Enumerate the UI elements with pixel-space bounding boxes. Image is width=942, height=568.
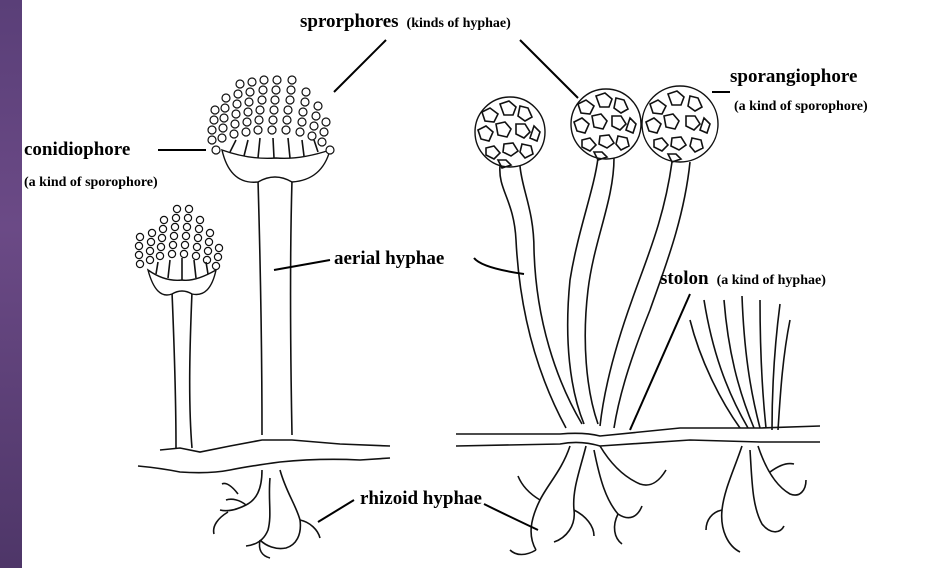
sporophores-leader-right xyxy=(520,40,578,98)
conidia-chains-short xyxy=(135,205,222,269)
sporangiophore-sublabel: (a kind of sporophore) xyxy=(734,99,868,114)
sporangiophore-label: sporangiophore xyxy=(730,66,857,87)
sporangiophore-illustration xyxy=(456,86,820,555)
aerial-hyphae-leader-left xyxy=(274,260,330,270)
aerial-hyphae-leader-right xyxy=(474,258,524,274)
sporangium-3 xyxy=(642,86,718,162)
conidiophore-sublabel: (a kind of sporophore) xyxy=(24,175,158,190)
stolon-label: stolon (a kind of hyphae) xyxy=(660,268,826,289)
sporophores-leader-left xyxy=(334,40,386,92)
rhizoid-leader-right xyxy=(484,504,538,530)
rhizoid-leader-left xyxy=(318,500,354,522)
conidiophore-label: conidiophore xyxy=(24,139,130,160)
conidiophore-illustration xyxy=(135,76,390,558)
sporangium-2 xyxy=(571,89,641,160)
sporangium-1 xyxy=(475,97,545,168)
rhizoid-hyphae-label: rhizoid hyphae xyxy=(360,488,482,509)
stolon-leader xyxy=(630,294,690,430)
sporophores-label: sprorphores (kinds of hyphae) xyxy=(300,11,511,32)
aerial-hyphae-label: aerial hyphae xyxy=(334,248,444,269)
